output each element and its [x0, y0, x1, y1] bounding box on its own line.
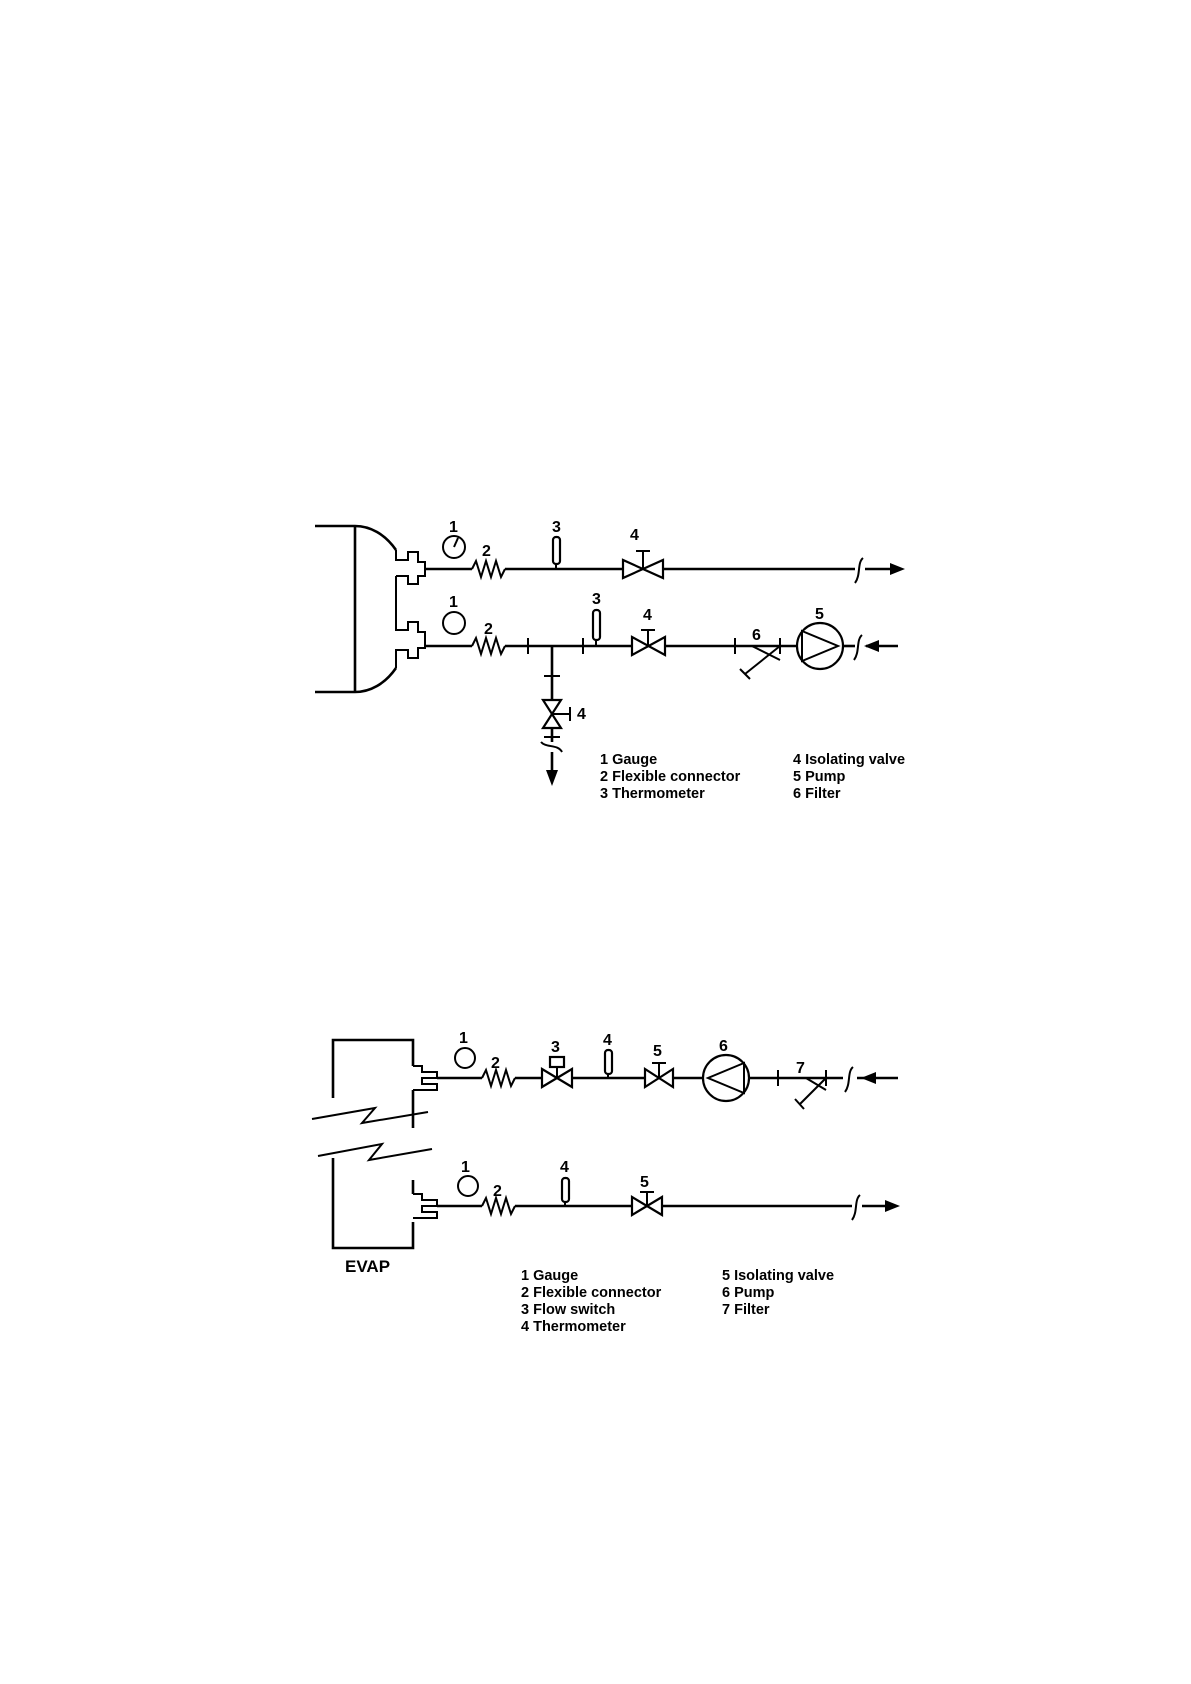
- label-thermo-top: 3: [552, 519, 561, 536]
- thermometer-icon: [591, 608, 602, 642]
- legend-item: 4 Thermometer: [521, 1319, 626, 1335]
- return-pipe-2: [437, 1175, 900, 1221]
- label-valve-top: 5: [653, 1043, 662, 1060]
- vessel-1: [315, 524, 426, 694]
- legend-2: 1 Gauge 2 Flexible connector 3 Flow swit…: [521, 1268, 834, 1335]
- legend-1: 1 Gauge 2 Flexible connector 3 Thermomet…: [600, 752, 905, 802]
- supply-pipe-2: [437, 1047, 898, 1110]
- arrow-down-icon: [546, 770, 558, 786]
- label-flow-switch: 3: [551, 1039, 560, 1056]
- legend-item: 4 Isolating valve: [793, 752, 905, 768]
- legend-item: 2 Flexible connector: [600, 769, 741, 785]
- flexible-connector-icon: [471, 557, 506, 581]
- diagram-2: EVAP: [311, 1030, 900, 1335]
- label-gauge-bot: 1: [461, 1159, 470, 1176]
- thermometer-icon: [560, 1176, 571, 1204]
- gauge-icon: [442, 611, 466, 635]
- arrow-left-icon: [861, 1072, 876, 1084]
- label-gauge-bot: 1: [449, 594, 458, 611]
- legend-item: 1 Gauge: [521, 1268, 578, 1284]
- label-pump: 5: [815, 606, 824, 623]
- diagram-1: 1 2 3 4 1 2 3 4 6 5 4 1 Gauge 2 Flexible…: [315, 519, 905, 802]
- label-valve-bot: 5: [640, 1174, 649, 1191]
- thermometer-icon: [551, 535, 562, 566]
- return-pipe-1: [425, 608, 898, 786]
- legend-item: 6 Pump: [722, 1285, 775, 1301]
- label-flex-bot: 2: [484, 621, 493, 638]
- flexible-connector-icon: [481, 1066, 516, 1090]
- filter-icon: [799, 1077, 827, 1105]
- legend-item: 2 Flexible connector: [521, 1285, 662, 1301]
- break-symbol-icon: [851, 1194, 861, 1221]
- label-pump: 6: [719, 1038, 728, 1055]
- filter-icon: [751, 645, 781, 661]
- break-symbol-icon: [854, 557, 864, 584]
- label-thermo-top: 4: [603, 1032, 612, 1049]
- legend-item: 5 Pump: [793, 769, 846, 785]
- break-line-icon: [311, 1106, 429, 1125]
- gauge-icon: [457, 1175, 479, 1197]
- label-drain-valve: 4: [577, 706, 586, 723]
- legend-item: 1 Gauge: [600, 752, 657, 768]
- arrow-left-icon: [864, 640, 879, 652]
- label-thermo-bot: 4: [560, 1159, 569, 1176]
- label-gauge-top: 1: [459, 1030, 468, 1047]
- legend-item: 3 Flow switch: [521, 1302, 615, 1318]
- legend-item: 3 Thermometer: [600, 786, 705, 802]
- label-filter: 6: [752, 627, 761, 644]
- label-valve-top: 4: [630, 527, 639, 544]
- label-filter: 7: [796, 1060, 805, 1077]
- legend-item: 5 Isolating valve: [722, 1268, 834, 1284]
- label-gauge-top: 1: [449, 519, 458, 536]
- legend-item: 7 Filter: [722, 1302, 770, 1318]
- legend-item: 6 Filter: [793, 786, 841, 802]
- gauge-icon: [442, 535, 466, 559]
- thermometer-icon: [603, 1048, 614, 1076]
- label-flex-bot: 2: [493, 1183, 502, 1200]
- label-valve-bot: 4: [643, 607, 652, 624]
- supply-pipe-1: [425, 535, 905, 584]
- label-flex-top: 2: [482, 543, 491, 560]
- break-symbol-icon: [540, 741, 563, 753]
- break-symbol-icon: [844, 1066, 854, 1093]
- arrow-right-icon: [890, 563, 905, 575]
- gauge-icon: [454, 1047, 476, 1069]
- evap-label: EVAP: [345, 1257, 390, 1276]
- label-thermo-bot: 3: [592, 591, 601, 608]
- label-flex-top: 2: [491, 1055, 500, 1072]
- evaporator-vessel: [311, 1038, 438, 1250]
- arrow-right-icon: [885, 1200, 900, 1212]
- break-symbol-icon: [853, 634, 863, 661]
